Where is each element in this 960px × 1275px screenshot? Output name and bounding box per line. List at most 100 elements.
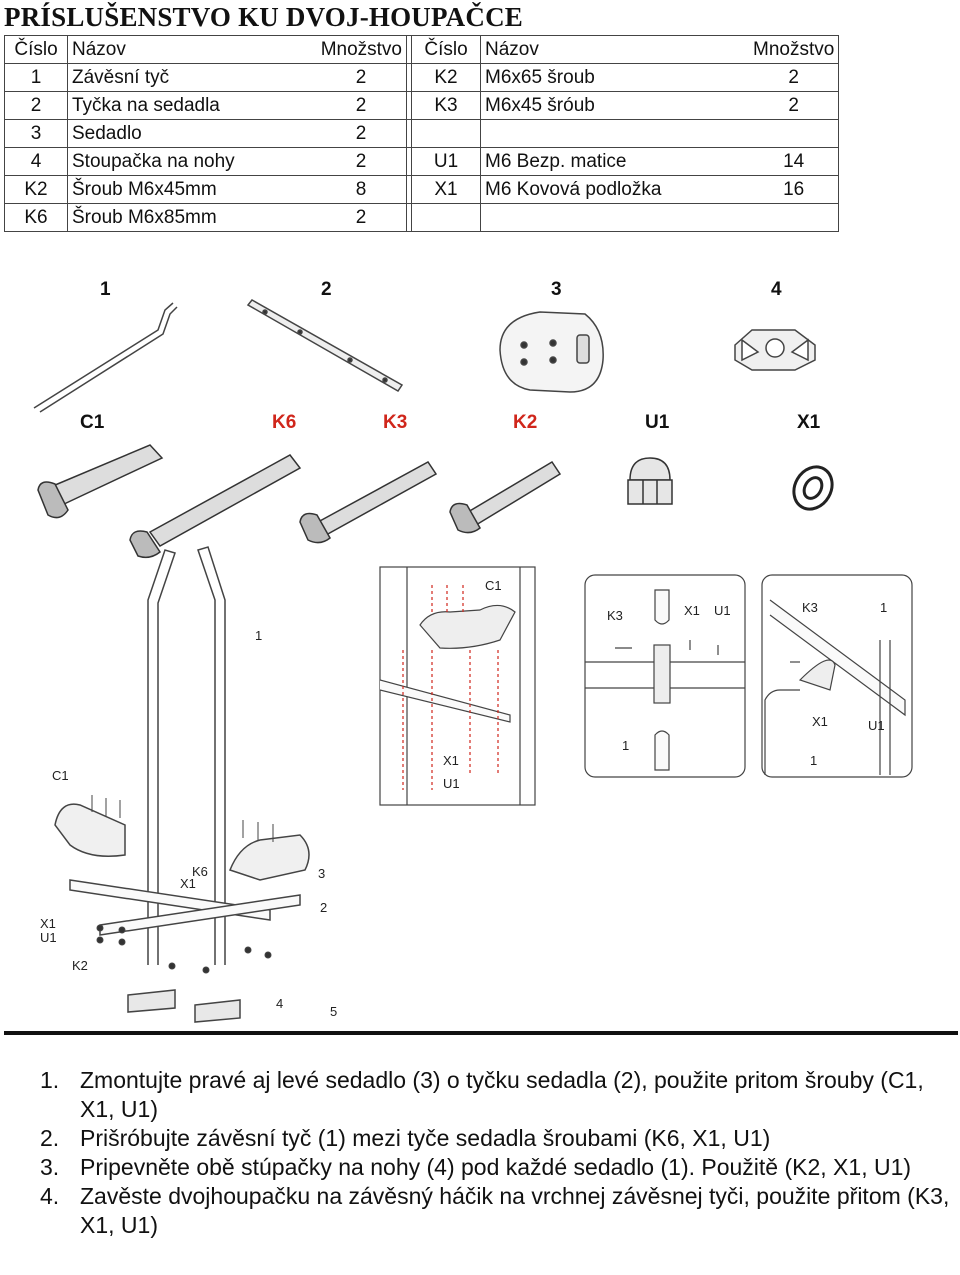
- detail-callout-1-b: 1: [622, 738, 629, 753]
- cell-name: Závěsní tyč: [67, 63, 316, 92]
- step-number: 1.: [40, 1067, 60, 1093]
- cell-number-2: [411, 119, 481, 148]
- header-quantity-2: Množstvo: [749, 35, 840, 64]
- detail-callout-k3: K3: [607, 608, 623, 623]
- detail-callout-u1-c: U1: [868, 718, 885, 733]
- table-row: 1 Závěsní tyč 2 K2 M6x65 šroub 2: [4, 63, 840, 92]
- cell-qty-2: 14: [749, 147, 840, 176]
- cell-qty: 8: [316, 175, 407, 204]
- step-text: Zavěste dvojhoupačku na závěsný háčik na…: [80, 1183, 950, 1238]
- cell-qty: 2: [316, 63, 407, 92]
- bolt-k6-icon: [129, 454, 302, 559]
- detail-callout-u1-b: U1: [714, 603, 731, 618]
- step-number: 3.: [40, 1154, 60, 1180]
- cell-number: 3: [4, 119, 68, 148]
- bolt-c1-icon: [37, 444, 164, 519]
- cell-qty-2: [749, 203, 840, 232]
- cell-name: Stoupačka na nohy: [67, 147, 316, 176]
- seat-bar-illustration: [246, 299, 404, 392]
- cell-qty-2: 2: [749, 91, 840, 120]
- cell-number: 1: [4, 63, 68, 92]
- parts-table: Číslo Názov Množstvo Číslo Názov Množstv…: [4, 35, 840, 232]
- cell-qty-2: 2: [749, 63, 840, 92]
- table-row: K2 Šroub M6x45mm 8 X1 M6 Kovová podložka…: [4, 175, 840, 204]
- exploded-frame: [54, 546, 310, 1023]
- document-title: PRÍSLUŠENSTVO KU DVOJ-HOUPAČCE: [4, 2, 523, 32]
- detail-seat-mount: [379, 566, 536, 806]
- list-item: 1. Zmontujte pravé aj levé sedadlo (3) o …: [40, 1066, 955, 1124]
- list-item: 4. Zavěste dvojhoupačku na závěsný háčik …: [40, 1182, 955, 1240]
- step-number: 4.: [40, 1183, 60, 1209]
- seat-illustration: [499, 311, 604, 393]
- header-name: Názov: [67, 35, 316, 64]
- cell-qty: 2: [316, 91, 407, 120]
- cell-number-2: K2: [411, 63, 481, 92]
- hanging-rod-illustration: [33, 302, 178, 413]
- washer-icon: [792, 465, 834, 511]
- callout-x1: X1: [180, 876, 196, 891]
- header-number: Číslo: [4, 35, 68, 64]
- header-quantity: Množstvo: [316, 35, 407, 64]
- cell-name-2: [480, 119, 749, 148]
- exploded-hardware: [91, 795, 274, 974]
- hardware-label-k2: K2: [513, 412, 537, 433]
- cell-qty: 2: [316, 203, 407, 232]
- part-label-2: 2: [321, 279, 332, 300]
- callout-1: 1: [255, 628, 262, 643]
- callout-2: 2: [320, 900, 327, 915]
- assembly-drawing: 1 2 3 4 C1 K6 K3 K2 U1 X1: [33, 279, 913, 1023]
- bolt-k3-icon: [299, 461, 438, 544]
- cell-name-2: [480, 203, 749, 232]
- list-item: 3. Pripevněte obě stúpačky na nohy (4) po…: [40, 1153, 955, 1182]
- cell-qty-2: 16: [749, 175, 840, 204]
- detail-callout-1-d: 1: [810, 753, 817, 768]
- step-text: Prišróbujte závěsní tyč (1) mezi tyče se…: [80, 1125, 771, 1151]
- callout-5: 5: [330, 1004, 337, 1019]
- step-text: Pripevněte obě stúpačky na nohy (4) pod …: [80, 1154, 912, 1180]
- cell-name-2: M6 Bezp. matice: [480, 147, 749, 176]
- cell-number: 4: [4, 147, 68, 176]
- hardware-label-k3: K3: [383, 412, 407, 433]
- cell-qty: 2: [316, 119, 407, 148]
- cap-nut-icon: [627, 457, 673, 505]
- detail-callout-u1: U1: [443, 776, 460, 791]
- part-label-4: 4: [771, 279, 782, 300]
- callout-k6: K6: [192, 864, 208, 879]
- detail-callout-k3-c: K3: [802, 600, 818, 615]
- cell-number-2: [411, 203, 481, 232]
- detail-callout-1-c: 1: [880, 600, 887, 615]
- detail-k3-joint: [584, 574, 746, 778]
- cell-name: Sedadlo: [67, 119, 316, 148]
- cell-number: 2: [4, 91, 68, 120]
- list-item: 2. Prišróbujte závěsní tyč (1) mezi tyče …: [40, 1124, 955, 1153]
- cell-name: Tyčka na sedadla: [67, 91, 316, 120]
- callout-4: 4: [276, 996, 283, 1011]
- step-number: 2.: [40, 1125, 60, 1151]
- bolt-k2-icon: [449, 460, 562, 534]
- foot-rest-illustration: [734, 329, 816, 371]
- header-name-2: Názov: [480, 35, 749, 64]
- hardware-label-c1: C1: [80, 412, 105, 433]
- table-row: 2 Tyčka na sedadla 2 K3 M6x45 šróub 2: [4, 91, 840, 120]
- cell-number-2: X1: [411, 175, 481, 204]
- header-number-2: Číslo: [411, 35, 481, 64]
- hardware-label-x1: X1: [797, 412, 821, 433]
- detail-callout-c1: C1: [485, 578, 502, 593]
- table-header-row: Číslo Názov Množstvo Číslo Názov Množstv…: [4, 35, 840, 64]
- detail-hanging-bracket: [761, 574, 913, 778]
- cell-number-2: U1: [411, 147, 481, 176]
- callout-x1-left: X1: [40, 916, 56, 931]
- part-label-3: 3: [551, 279, 562, 300]
- hardware-label-u1: U1: [645, 412, 670, 433]
- cell-name-2: M6x65 šroub: [480, 63, 749, 92]
- table-row: 4 Stoupačka na nohy 2 U1 M6 Bezp. matice…: [4, 147, 840, 176]
- section-divider: [4, 1031, 958, 1035]
- callout-u1-left: U1: [40, 930, 57, 945]
- table-row: 3 Sedadlo 2: [4, 119, 840, 148]
- callout-c1: C1: [52, 768, 69, 783]
- cell-number-2: K3: [411, 91, 481, 120]
- part-label-1: 1: [100, 279, 111, 300]
- detail-callout-x1-b: X1: [684, 603, 700, 618]
- hardware-label-k6: K6: [272, 412, 296, 433]
- step-text: Zmontujte pravé aj levé sedadlo (3) o ty…: [80, 1067, 924, 1122]
